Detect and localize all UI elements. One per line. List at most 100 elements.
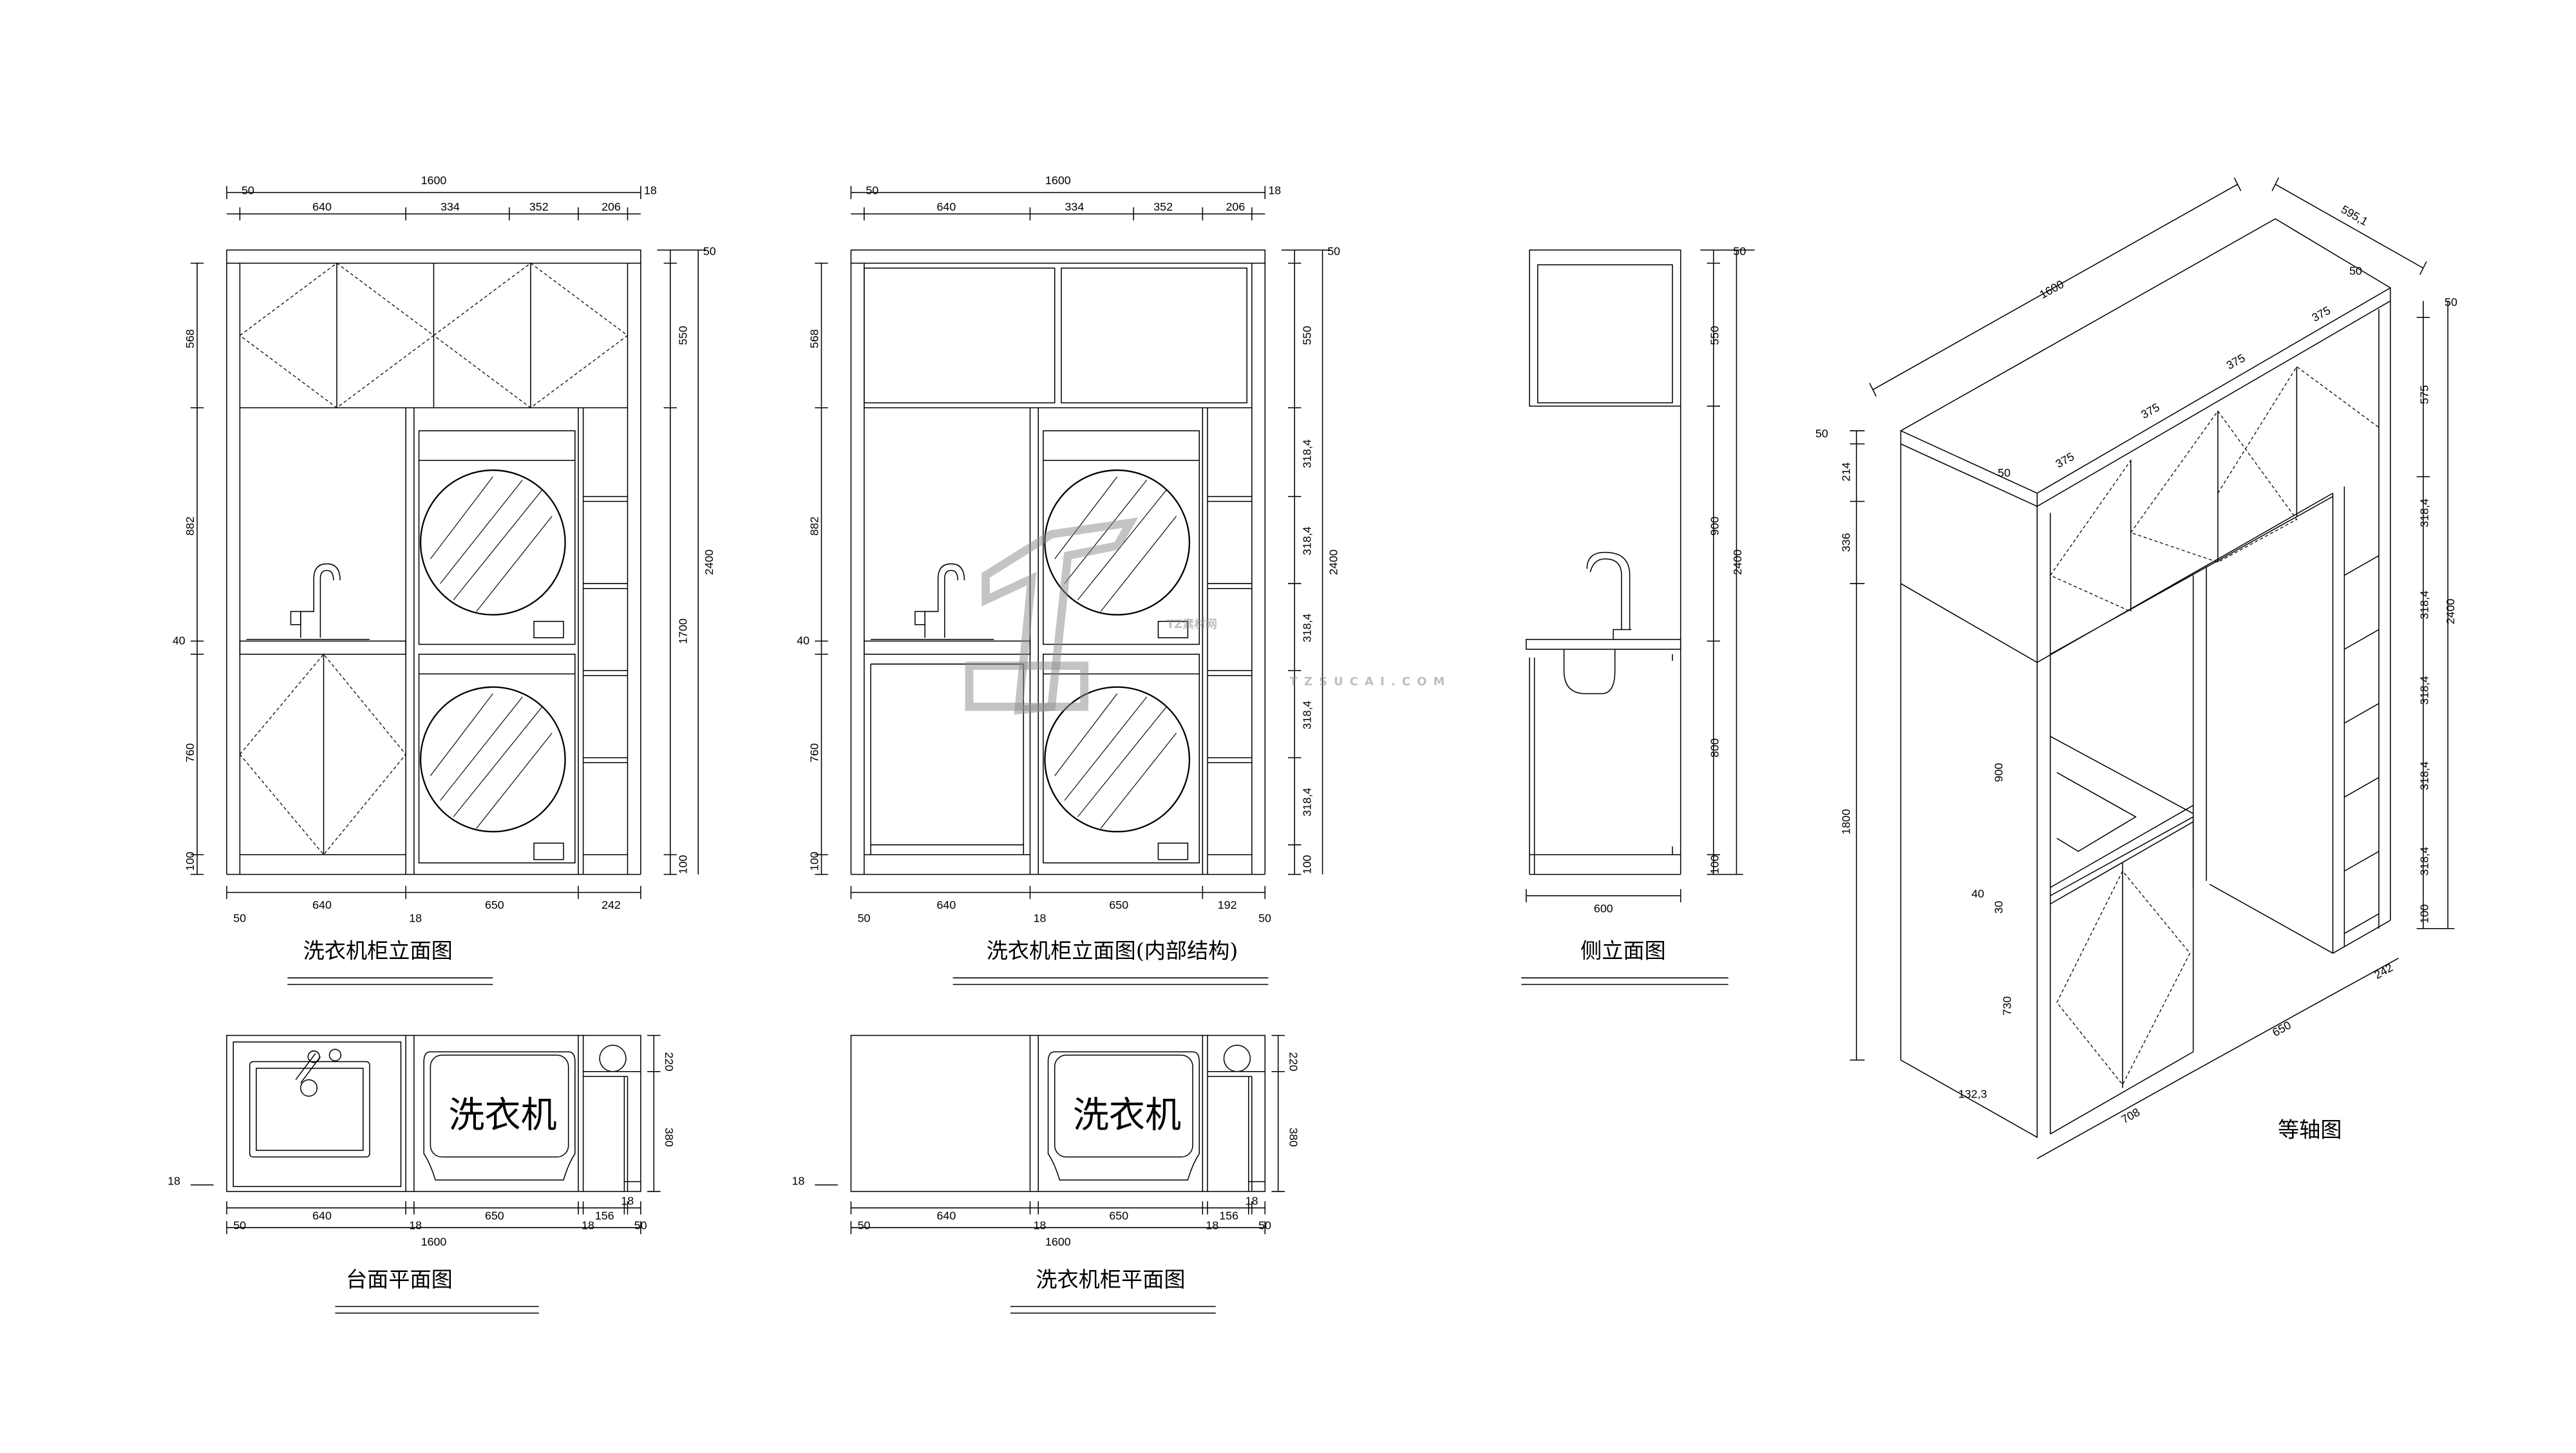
cabinet-plan: 洗衣机 220 380 18 640 650 156 18 50 18 18 5… xyxy=(792,1034,1300,1314)
dim-bottom: 18 xyxy=(409,1219,422,1232)
dim-module: 375 xyxy=(2309,304,2333,325)
dim-right: 380 xyxy=(1287,1128,1300,1147)
dim-left: 214 xyxy=(1839,462,1852,482)
dim-module: 375 xyxy=(2224,352,2248,372)
dim-module: 375 xyxy=(2053,450,2076,471)
dim-total: 1600 xyxy=(1045,1235,1071,1248)
dim-bottom: 18 xyxy=(1206,1219,1218,1232)
view-title: 洗衣机柜平面图 xyxy=(1036,1267,1185,1292)
dim-bottom: 650 xyxy=(2270,1018,2293,1039)
dim-right: 318,4 xyxy=(2418,761,2430,790)
dim-bottom: 50 xyxy=(1258,1219,1271,1232)
dim-inner: 900 xyxy=(1993,763,2005,782)
view-title: 洗衣机柜立面图 xyxy=(303,938,453,964)
lower-doors xyxy=(239,653,406,855)
dim-inner: 40 xyxy=(1971,887,1984,900)
dim-bottom: 50 xyxy=(858,912,871,925)
dim-right: 318,4 xyxy=(1301,788,1314,817)
dim-bottom: 156 xyxy=(1219,1209,1238,1222)
dim-right: 318,4 xyxy=(1301,614,1314,643)
upper-doors xyxy=(239,262,629,408)
dim-right: 318,4 xyxy=(1301,526,1314,555)
view-title: 等轴图 xyxy=(2278,1117,2342,1143)
dim-right: 318,4 xyxy=(2418,499,2430,527)
dim-bottom: 192 xyxy=(1218,898,1237,911)
dim-left: 40 xyxy=(173,634,185,647)
dim-left: 760 xyxy=(808,743,820,763)
dim-right: 220 xyxy=(663,1052,676,1072)
dim-right: 2400 xyxy=(703,549,715,575)
watermark-logo: TZ素材网 xyxy=(1166,617,1217,631)
dim-left: 50 xyxy=(1815,427,1828,440)
dim-right: 50 xyxy=(2445,296,2458,309)
dim-right: 318,4 xyxy=(2418,676,2430,705)
dim-right: 800 xyxy=(1708,738,1721,757)
dim-right: 100 xyxy=(676,855,689,874)
countertop-plan: 洗衣机 220 380 18 640 650 156 18 50 18 18 5… xyxy=(167,1034,676,1314)
dim-right: 50 xyxy=(703,245,716,258)
dim-top: 352 xyxy=(529,200,549,213)
front-elevation: 1600 50 640 334 352 206 18 568 882 40 76… xyxy=(173,174,716,985)
view-title: 台面平面图 xyxy=(346,1267,453,1292)
dim-right: 50 xyxy=(1733,245,1746,258)
dim-bottom: 18 xyxy=(1245,1194,1258,1207)
washer-label: 洗衣机 xyxy=(448,1094,556,1136)
dim-total: 1600 xyxy=(1045,174,1071,187)
dim-bottom: 18 xyxy=(409,912,422,925)
dim-right: 380 xyxy=(663,1128,676,1147)
washer-label: 洗衣机 xyxy=(1073,1094,1181,1136)
dim-left: 100 xyxy=(184,851,196,871)
dim-top: 50 xyxy=(866,184,878,196)
dim-total: 2400 xyxy=(2444,599,2457,625)
dim-left: 882 xyxy=(184,517,196,536)
dim-bottom: 50 xyxy=(634,1219,647,1232)
dim-total: 2400 xyxy=(1731,549,1744,575)
dim-top: 640 xyxy=(312,200,332,213)
dim-right: 100 xyxy=(2418,904,2430,924)
dim-total: 1600 xyxy=(421,1235,447,1248)
dim-bottom: 708 xyxy=(2119,1105,2142,1126)
dim-top: 352 xyxy=(1153,200,1173,213)
dim-bottom: 650 xyxy=(1109,1209,1128,1222)
dim-inner: 730 xyxy=(2000,996,2013,1016)
dim-top: 206 xyxy=(1226,200,1245,213)
dim-right: 1700 xyxy=(676,618,689,644)
dim-right: 318,4 xyxy=(2418,847,2430,876)
watermark-url: TZSUCAI.COM xyxy=(1290,675,1452,689)
dim-top-offset: 50 xyxy=(1998,466,2011,479)
dim-depth: 595,1 xyxy=(2339,203,2371,229)
dim-right: 550 xyxy=(1708,326,1721,345)
view-title: 侧立面图 xyxy=(1580,938,1666,964)
dim-right: 50 xyxy=(1327,245,1340,258)
dim-top: 50 xyxy=(242,184,254,196)
dim-bottom: 18 xyxy=(582,1219,594,1232)
dim-right: 2400 xyxy=(1327,549,1340,575)
side-elevation: 50 550 900 800 100 2400 600 侧立面图 xyxy=(1521,245,1755,985)
dim-bottom: 650 xyxy=(485,898,504,911)
dim-bottom: 50 xyxy=(233,1219,246,1232)
dim-right: 220 xyxy=(1287,1052,1300,1072)
dim-inner: 30 xyxy=(1993,901,2005,914)
dim-right: 550 xyxy=(676,326,689,345)
dim-right: 900 xyxy=(1708,517,1721,536)
dim-top: 18 xyxy=(1268,184,1281,196)
dim-left: 568 xyxy=(184,329,196,348)
dim-top: 334 xyxy=(440,200,460,213)
dim-top: 18 xyxy=(644,184,657,196)
dim-left: 40 xyxy=(797,634,810,647)
dim-right: 550 xyxy=(1301,326,1314,345)
dim-top: 640 xyxy=(936,200,956,213)
dim-right: 575 xyxy=(2418,385,2430,404)
dim-length: 1600 xyxy=(2038,278,2066,301)
dim-bottom: 650 xyxy=(1109,898,1128,911)
view-title: 洗衣机柜立面图(内部结构) xyxy=(987,938,1238,964)
dim-right: 100 xyxy=(1708,855,1721,874)
dim-left: 568 xyxy=(808,329,820,348)
dim-right: 318,4 xyxy=(1301,439,1314,468)
dim-bottom: 650 xyxy=(485,1209,504,1222)
dim-bottom: 50 xyxy=(858,1219,871,1232)
dim-right: 100 xyxy=(1301,855,1314,874)
dim-bottom: 640 xyxy=(312,898,332,911)
dim-left: 1800 xyxy=(1839,809,1852,835)
